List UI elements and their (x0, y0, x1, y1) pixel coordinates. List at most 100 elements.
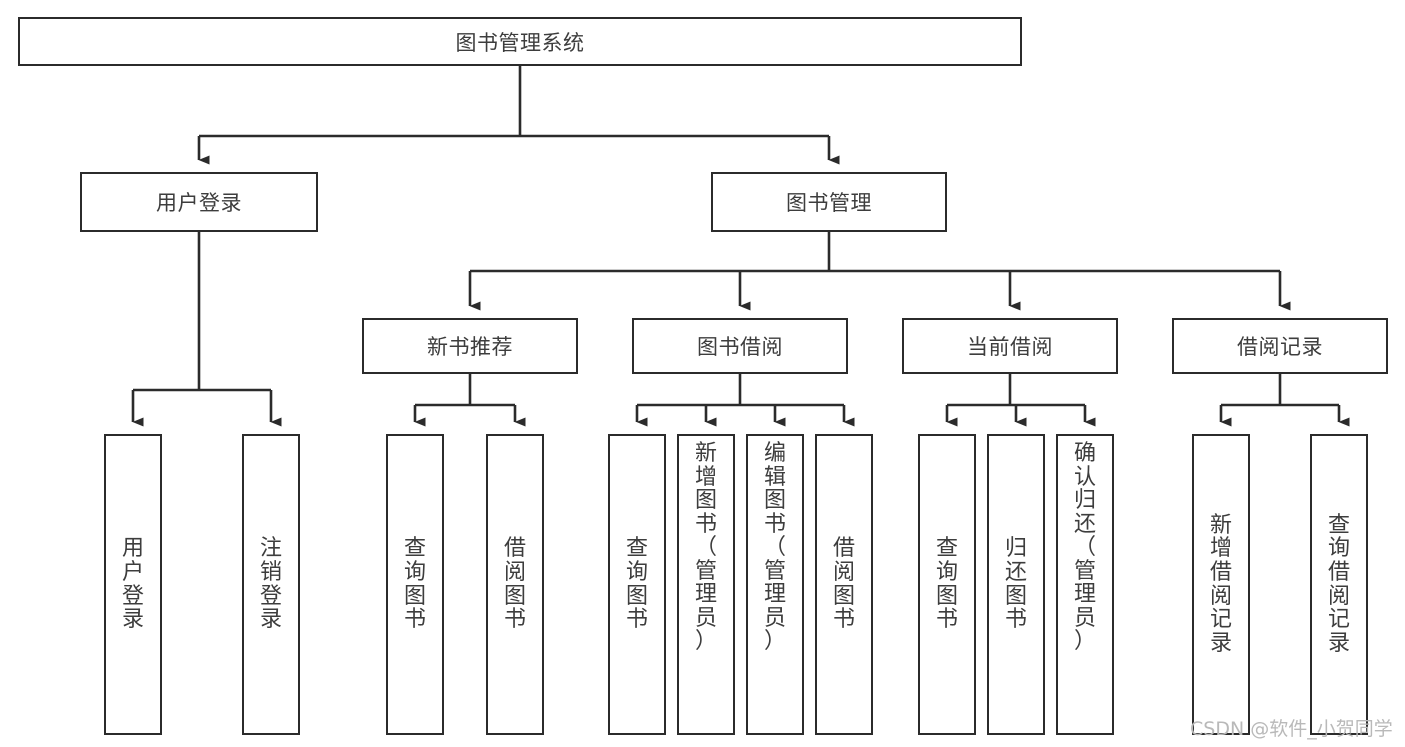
node-label-edit-book-admin: 编辑图书（管理员） (748, 442, 802, 654)
vertical-char: 销 (259, 559, 282, 585)
vertical-char: 录 (259, 607, 282, 633)
node-box-query-books-3[interactable]: 查询图书 (918, 434, 976, 735)
vertical-char: （ (763, 535, 786, 561)
vertical-char: 户 (121, 559, 144, 585)
vertical-char: 阅 (832, 559, 855, 585)
node-label-book-management: 图书管理 (786, 191, 872, 215)
vertical-char: 阅 (1327, 583, 1350, 609)
vertical-char: 书 (625, 607, 648, 633)
node-box-user-login-do[interactable]: 用户登录 (104, 434, 162, 735)
vertical-char: 归 (1004, 536, 1027, 562)
edges-root-to-level1 (197, 66, 840, 165)
node-box-book-management[interactable]: 图书管理 (711, 172, 947, 232)
node-box-new-book-recommend[interactable]: 新书推荐 (362, 318, 578, 374)
vertical-char: 管 (1073, 558, 1096, 584)
vertical-char: 图 (403, 583, 426, 609)
vertical-char: 理 (694, 582, 717, 608)
vertical-char: 阅 (503, 559, 526, 585)
vertical-char: 增 (1209, 536, 1232, 562)
node-label-user-logout: 注销登录 (244, 436, 298, 733)
node-box-borrow-records[interactable]: 借阅记录 (1172, 318, 1388, 374)
vertical-char: 书 (503, 607, 526, 633)
vertical-char: 新 (694, 441, 717, 466)
node-box-book-borrow[interactable]: 图书借阅 (632, 318, 848, 374)
node-label-user-login: 用户登录 (156, 191, 242, 215)
vertical-char: （ (1073, 535, 1096, 561)
node-box-query-books-1[interactable]: 查询图书 (386, 434, 444, 735)
node-label-borrow-books-2: 借阅图书 (817, 436, 871, 733)
vertical-char: 理 (1073, 582, 1096, 608)
vertical-char: 员 (763, 605, 786, 631)
vertical-char: 录 (121, 607, 144, 633)
vertical-char: 图 (625, 583, 648, 609)
vertical-char: 查 (403, 536, 426, 562)
node-label-current-borrow: 当前借阅 (967, 335, 1053, 359)
vertical-char: 查 (1327, 512, 1350, 538)
vertical-char: 查 (625, 536, 648, 562)
vertical-char: 书 (832, 607, 855, 633)
node-box-user-logout[interactable]: 注销登录 (242, 434, 300, 735)
vertical-char: 书 (763, 511, 786, 537)
vertical-char: 编 (763, 441, 786, 466)
vertical-char: 记 (1209, 607, 1232, 633)
vertical-char: 确 (1073, 441, 1096, 466)
vertical-char: 记 (1327, 607, 1350, 633)
vertical-char: 登 (259, 583, 282, 609)
vertical-char: 还 (1073, 511, 1096, 537)
vertical-char: 员 (694, 605, 717, 631)
edges-newbook-to-leaves (413, 374, 526, 427)
node-box-query-borrow-record[interactable]: 查询借阅记录 (1310, 434, 1368, 735)
node-box-root[interactable]: 图书管理系统 (18, 17, 1022, 66)
vertical-char: 借 (1327, 559, 1350, 585)
node-label-query-books-3: 查询图书 (920, 436, 974, 733)
vertical-char: 录 (1327, 630, 1350, 656)
node-label-add-book-admin: 新增图书（管理员） (679, 442, 733, 654)
vertical-char: 书 (1004, 607, 1027, 633)
node-box-borrow-books-2[interactable]: 借阅图书 (815, 434, 873, 735)
vertical-char: 询 (403, 559, 426, 585)
node-label-query-books-2: 查询图书 (610, 436, 664, 733)
vertical-char: 图 (832, 583, 855, 609)
node-box-add-book-admin[interactable]: 新增图书（管理员） (677, 434, 735, 735)
vertical-char: 注 (259, 536, 282, 562)
node-box-add-borrow-record[interactable]: 新增借阅记录 (1192, 434, 1250, 735)
vertical-char: 还 (1004, 559, 1027, 585)
vertical-char: 登 (121, 583, 144, 609)
vertical-char: 用 (121, 536, 144, 562)
vertical-char: 图 (935, 583, 958, 609)
node-box-confirm-return-admin[interactable]: 确认归还（管理员） (1056, 434, 1114, 735)
vertical-char: 书 (935, 607, 958, 633)
node-label-add-borrow-record: 新增借阅记录 (1194, 436, 1248, 733)
vertical-char: ） (1073, 629, 1096, 655)
vertical-char: ） (694, 629, 717, 655)
vertical-char: 借 (1209, 559, 1232, 585)
node-box-borrow-books-1[interactable]: 借阅图书 (486, 434, 544, 735)
vertical-char: 录 (1209, 630, 1232, 656)
edges-bookborrow-to-leaves (635, 374, 855, 427)
node-label-new-book-recommend: 新书推荐 (427, 335, 513, 359)
vertical-char: 图 (763, 488, 786, 514)
node-box-user-login[interactable]: 用户登录 (80, 172, 318, 232)
csdn-watermark: CSDN @软件_小贺同学 (1190, 718, 1393, 740)
vertical-char: 图 (1004, 583, 1027, 609)
vertical-char: 归 (1073, 488, 1096, 514)
vertical-char: ） (763, 629, 786, 655)
edges-currentborrow-to-leaves (945, 374, 1096, 427)
vertical-char: 查 (935, 536, 958, 562)
node-label-confirm-return-admin: 确认归还（管理员） (1058, 442, 1112, 654)
vertical-char: 新 (1209, 512, 1232, 538)
node-box-edit-book-admin[interactable]: 编辑图书（管理员） (746, 434, 804, 735)
vertical-char: 询 (935, 559, 958, 585)
node-label-query-books-1: 查询图书 (388, 436, 442, 733)
node-box-return-books[interactable]: 归还图书 (987, 434, 1045, 735)
node-box-current-borrow[interactable]: 当前借阅 (902, 318, 1118, 374)
vertical-char: 图 (503, 583, 526, 609)
edges-bookmgmt-to-level2 (468, 232, 1291, 311)
node-label-root: 图书管理系统 (455, 30, 585, 55)
node-box-query-books-2[interactable]: 查询图书 (608, 434, 666, 735)
vertical-char: 员 (1073, 605, 1096, 631)
edges-borrowrecords-to-leaves (1219, 374, 1350, 427)
vertical-char: 增 (694, 464, 717, 490)
